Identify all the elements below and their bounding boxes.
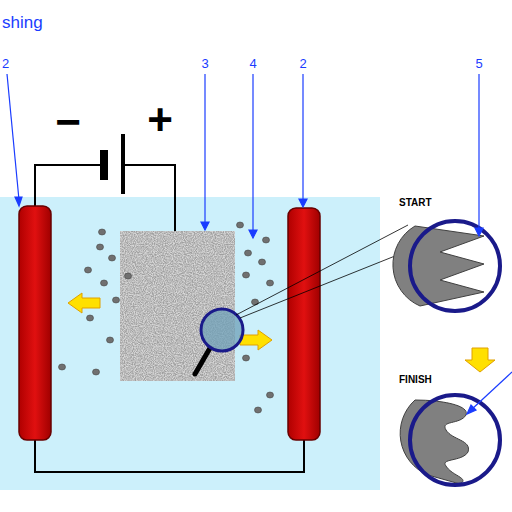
magnifier-lens: [201, 309, 243, 351]
diagram-title: shing: [2, 14, 43, 31]
ion-dot: [243, 272, 250, 278]
cathode-right: [288, 208, 320, 440]
start-detail-border: [410, 221, 500, 311]
ion-dot: [93, 369, 100, 375]
ion-dot: [97, 244, 104, 250]
finish-detail-border: [410, 395, 500, 485]
magnifier-leader: [236, 225, 408, 315]
ion-dot: [267, 392, 274, 398]
battery-minus: −: [55, 100, 81, 144]
rough-surface: [393, 226, 484, 306]
callout-leaders: [7, 74, 512, 414]
ion-dot: [255, 407, 262, 413]
battery-positive-plate: [121, 134, 125, 194]
magnifier-handle: [195, 348, 210, 374]
wires: [35, 165, 304, 472]
ion-dot: [245, 250, 252, 256]
ion-dot: [243, 355, 250, 361]
ion-dot: [259, 259, 266, 265]
ion-dot: [263, 237, 270, 243]
ion-dot: [109, 255, 116, 261]
flow-arrow-down: [465, 348, 495, 372]
workpiece-texture: [120, 231, 235, 381]
ion-dot: [107, 337, 114, 343]
callout-number: 2: [2, 57, 9, 70]
stage-label: FINISH: [399, 375, 432, 385]
ion-dot: [267, 280, 274, 286]
electrolyte-bath: [0, 197, 380, 490]
callout-number: 5: [475, 57, 482, 70]
battery-negative-plate: [100, 150, 108, 180]
ion-dot: [87, 315, 94, 321]
magnifier-leader: [240, 250, 410, 318]
battery-plus: +: [147, 98, 173, 142]
ion-dot: [59, 364, 66, 370]
flow-arrow-left: [68, 293, 100, 313]
ion-dot: [113, 297, 120, 303]
cathode-left: [19, 206, 51, 440]
ion-dot: [125, 273, 132, 279]
workpiece-anode: [120, 231, 235, 381]
flow-arrow-right: [240, 330, 272, 350]
callout-number: 3: [201, 57, 208, 70]
ion-dot: [237, 222, 244, 228]
ion-dot: [99, 229, 106, 235]
callout-number: 4: [249, 57, 256, 70]
ion-dot: [85, 267, 92, 273]
stage-label: START: [399, 198, 432, 208]
callout-number: 2: [299, 57, 306, 70]
ion-dot: [101, 280, 108, 286]
